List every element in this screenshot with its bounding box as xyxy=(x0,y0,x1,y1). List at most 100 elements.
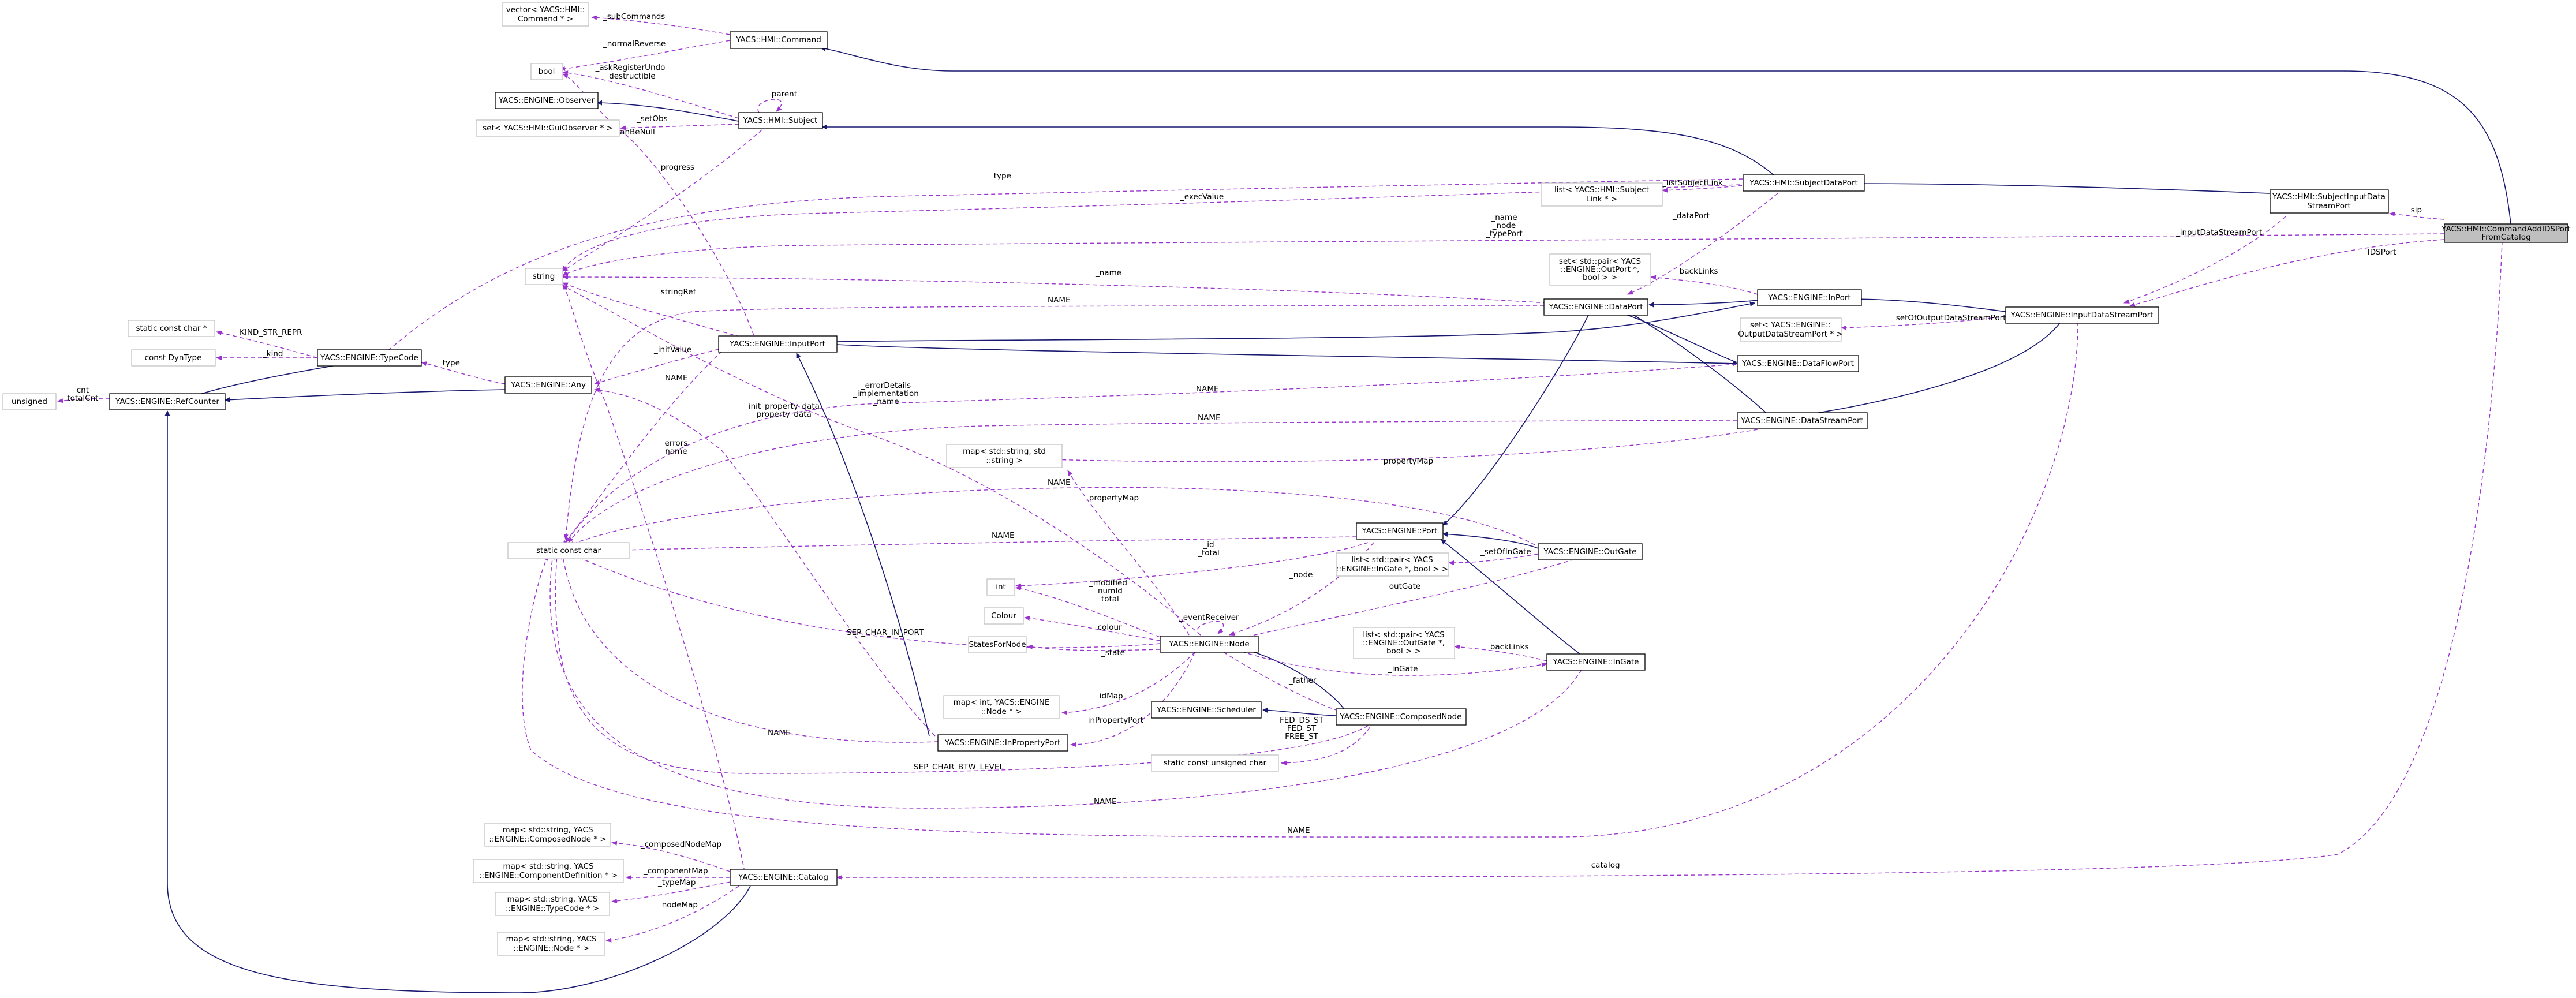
node-list-outgate[interactable]: list< std::pair< YACS::ENGINE::OutGate *… xyxy=(1353,627,1455,659)
node-outgate[interactable]: YACS::ENGINE::OutGate xyxy=(1538,543,1643,560)
node-composednode[interactable]: YACS::ENGINE::ComposedNode xyxy=(1336,708,1467,726)
edge-father xyxy=(1223,652,1345,714)
node-map-composednode[interactable]: map< std::string, YACS::ENGINE::Composed… xyxy=(484,823,611,847)
edge-dataport-port xyxy=(1442,311,1591,526)
svg-text:YACS::ENGINE::Observer: YACS::ENGINE::Observer xyxy=(498,96,595,105)
node-inputport[interactable]: YACS::ENGINE::InputPort xyxy=(718,335,838,353)
label-propertymap2: _propertyMap xyxy=(1085,494,1139,503)
label-normalreverse: _normalReverse xyxy=(603,39,666,48)
node-typecode[interactable]: YACS::ENGINE::TypeCode xyxy=(317,349,422,367)
edge-name1 xyxy=(562,275,1547,304)
node-set-outport[interactable]: set< std::pair< YACS::ENGINE::OutPort *,… xyxy=(1549,253,1651,286)
label-NAME8: NAME xyxy=(1094,797,1117,806)
node-inpropertyport[interactable]: YACS::ENGINE::InPropertyPort xyxy=(937,734,1068,752)
edge-colour xyxy=(1024,616,1161,641)
node-catalog[interactable]: YACS::ENGINE::Catalog xyxy=(730,869,838,886)
node-static-const-unsigned-char[interactable]: static const unsigned char xyxy=(1151,754,1279,772)
node-scheduler[interactable]: YACS::ENGINE::Scheduler xyxy=(1151,701,1262,719)
label-idtotal: _id_total xyxy=(1197,540,1220,558)
edge-idtotal xyxy=(1015,542,1369,588)
edge-subcommands xyxy=(591,15,731,35)
edge-ingate-port xyxy=(1441,539,1582,656)
label-idmap: _idMap xyxy=(1095,692,1123,701)
node-node[interactable]: YACS::ENGINE::Node xyxy=(1160,636,1259,653)
node-dataport[interactable]: YACS::ENGINE::DataPort xyxy=(1543,298,1648,316)
node-subject[interactable]: YACS::HMI::Subject xyxy=(738,112,823,129)
node-inputdatastreamport[interactable]: YACS::ENGINE::InputDataStreamPort xyxy=(2005,306,2159,324)
edge-progress xyxy=(562,129,762,272)
edge-inport-dataport xyxy=(1648,300,1758,308)
label-NAME2: NAME xyxy=(665,373,688,383)
label-askregisterundo: _askRegisterUndo_destructible xyxy=(595,63,666,81)
node-any[interactable]: YACS::ENGINE::Any xyxy=(504,376,592,394)
node-port[interactable]: YACS::ENGINE::Port xyxy=(1356,522,1444,540)
label-composednodemap: _composedNodeMap xyxy=(640,840,721,849)
node-int[interactable]: int xyxy=(986,578,1015,596)
node-ingate[interactable]: YACS::ENGINE::InGate xyxy=(1546,653,1646,671)
node-map-componentdefinition[interactable]: map< std::string, YACS::ENGINE::Componen… xyxy=(473,859,624,883)
svg-text:static const char *: static const char * xyxy=(136,324,207,333)
svg-text:YACS::HMI::SubjectDataPort: YACS::HMI::SubjectDataPort xyxy=(1749,178,1858,188)
edge-NAME7 xyxy=(561,554,939,743)
node-list-ingate[interactable]: list< std::pair< YACS::ENGINE::InGate *,… xyxy=(1336,552,1449,577)
svg-text:list< std::pair< YACS::ENGINE:: list< std::pair< YACS::ENGINE::OutGate *… xyxy=(1363,630,1445,656)
node-vector-command[interactable]: vector< YACS::HMI::Command * > xyxy=(502,2,589,27)
edge-catalog-refcounter xyxy=(164,410,751,993)
node-refcounter[interactable]: YACS::ENGINE::RefCounter xyxy=(109,393,226,410)
node-datastreamport[interactable]: YACS::ENGINE::DataStreamPort xyxy=(1737,412,1868,429)
label-NAME4: NAME xyxy=(1198,413,1221,423)
svg-text:vector< YACS::HMI::Command * >: vector< YACS::HMI::Command * > xyxy=(506,5,585,24)
edge-parent xyxy=(757,99,782,113)
node-colour[interactable]: Colour xyxy=(984,607,1024,625)
node-set-outputdatastreamport[interactable]: set< YACS::ENGINE::OutputDataStreamPort … xyxy=(1738,317,1843,342)
svg-text:string: string xyxy=(533,272,555,281)
node-dataflowport[interactable]: YACS::ENGINE::DataFlowPort xyxy=(1737,355,1859,372)
edge-canbenull xyxy=(562,73,757,342)
node-set-guiobserver[interactable]: set< YACS::HMI::GuiObserver * > xyxy=(476,119,620,137)
edge-sep-char-btw-level xyxy=(554,554,1374,774)
node-unsigned[interactable]: unsigned xyxy=(2,393,57,410)
edge-ingate xyxy=(1235,649,1547,676)
node-map-string-string[interactable]: map< std::string, std::string > xyxy=(946,444,1063,468)
edge-NAME2 xyxy=(562,346,728,546)
node-command[interactable]: YACS::HMI::Command xyxy=(730,31,828,49)
node-const-dyntype[interactable]: const DynType xyxy=(131,349,216,367)
node-static-const-char-ptr[interactable]: static const char * xyxy=(128,320,215,337)
edge-NAME3 xyxy=(565,363,1744,543)
node-map-typecode[interactable]: map< std::string, YACS::ENGINE::TypeCode… xyxy=(495,892,610,916)
node-map-int-node[interactable]: map< int, YACS::ENGINE::Node * > xyxy=(943,695,1060,719)
node-statesfornode[interactable]: StatesForNode xyxy=(968,636,1027,653)
label-type2: _type xyxy=(438,358,460,368)
node-inport[interactable]: YACS::ENGINE::InPort xyxy=(1757,289,1862,306)
label-backlinks1: _backLinks xyxy=(1675,267,1718,276)
edge-inpropertyport-inputport xyxy=(796,353,930,737)
label-cnt: _cnt_totalCnt xyxy=(63,386,99,403)
edge-execvalue xyxy=(562,184,1741,272)
svg-text:static const char: static const char xyxy=(536,546,601,555)
label-father: _father xyxy=(1288,676,1317,685)
edge-labels: _subCommands _normalReverse _askRegister… xyxy=(63,12,2422,910)
edge-type1 xyxy=(380,178,1744,357)
label-propertymap1: _propertyMap xyxy=(1379,457,1433,466)
svg-text:StatesForNode: StatesForNode xyxy=(969,640,1026,649)
node-bool[interactable]: bool xyxy=(530,63,563,80)
node-string[interactable]: string xyxy=(525,268,563,285)
edge-askregisterundo xyxy=(562,70,739,119)
svg-text:Colour: Colour xyxy=(991,611,1016,621)
edge-NAME8 xyxy=(549,554,1582,809)
node-map-node[interactable]: map< std::string, YACS::ENGINE::Node * > xyxy=(497,932,605,956)
label-outgate: _outGate xyxy=(1385,582,1420,591)
node-observer[interactable]: YACS::ENGINE::Observer xyxy=(495,92,599,109)
node-static-const-char[interactable]: static const char xyxy=(507,542,630,559)
node-subjectdataport[interactable]: YACS::HMI::SubjectDataPort xyxy=(1743,174,1865,192)
label-NAME6: NAME xyxy=(992,531,1015,540)
label-listsubjectlink: _listSubjectLink xyxy=(1662,178,1723,188)
edge-NAME6 xyxy=(571,536,1357,554)
edge-kind-str-repr xyxy=(216,331,318,358)
label-namenodetypeport: _name_node_typePort xyxy=(1485,213,1523,238)
